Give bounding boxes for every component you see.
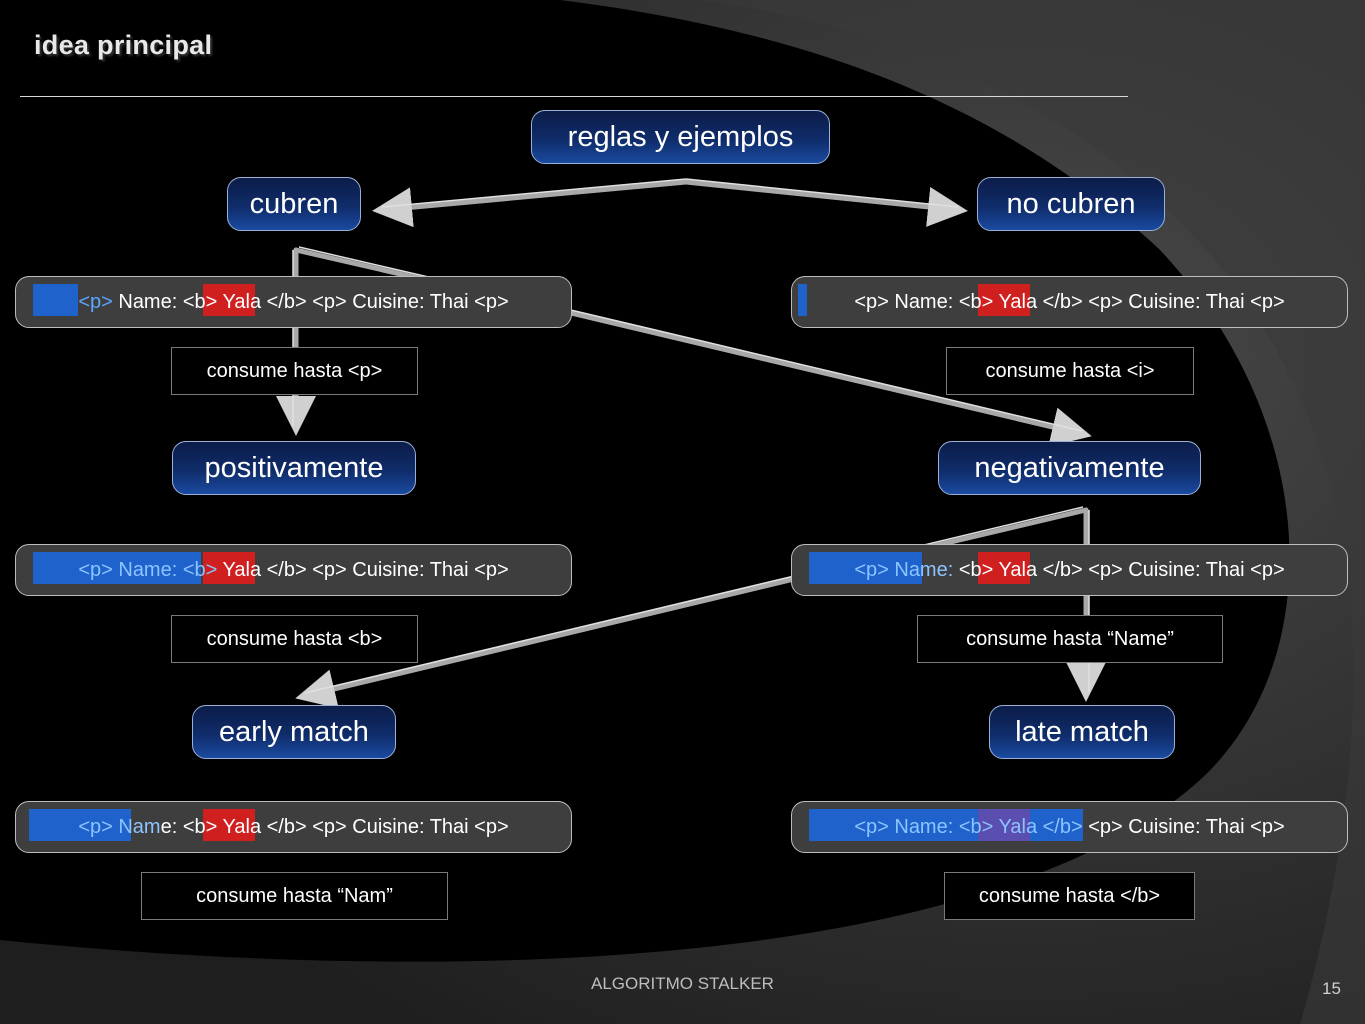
caption-consume-nam: consume hasta “Nam” bbox=[141, 872, 448, 920]
arrow-to-no-cubren bbox=[683, 179, 968, 227]
slide-footer: ALGORITMO STALKER bbox=[591, 974, 774, 993]
slide-title: idea principal bbox=[34, 30, 213, 60]
arrow-to-negativamente bbox=[293, 247, 1092, 447]
caption-consume-b: consume hasta <b> bbox=[171, 615, 418, 663]
node-positivamente: positivamente bbox=[172, 441, 416, 495]
code-example-negativamente: <p> Name: <b> Yala </b> <p> Cuisine: Tha… bbox=[791, 544, 1348, 596]
node-early-match: early match bbox=[192, 705, 396, 759]
node-negativamente: negativamente bbox=[938, 441, 1201, 495]
node-late-match: late match bbox=[989, 705, 1175, 759]
caption-consume-p: consume hasta <p> bbox=[171, 347, 418, 395]
code-example-late-match: <p> Name: <b> Yala </b> <p> Cuisine: Tha… bbox=[791, 801, 1348, 853]
arrow-to-cubren bbox=[372, 179, 689, 228]
node-reglas-y-ejemplos: reglas y ejemplos bbox=[531, 110, 830, 164]
code-example-positivamente: <p> Name: <b> Yala </b> <p> Cuisine: Tha… bbox=[15, 544, 572, 596]
caption-consume-i: consume hasta <i> bbox=[946, 347, 1194, 395]
code-example-cubren: <p> Name: <b> Yala </b> <p> Cuisine: Tha… bbox=[15, 276, 572, 328]
code-example-no-cubren: <p> Name: <b> Yala </b> <p> Cuisine: Tha… bbox=[791, 276, 1348, 328]
caption-consume-b-close: consume hasta </b> bbox=[944, 872, 1195, 920]
node-cubren: cubren bbox=[227, 177, 361, 231]
arrow-to-early-match bbox=[295, 507, 1089, 709]
node-no-cubren: no cubren bbox=[977, 177, 1165, 231]
caption-consume-name: consume hasta “Name” bbox=[917, 615, 1223, 663]
page-number: 15 bbox=[1322, 979, 1341, 998]
title-divider bbox=[20, 96, 1128, 97]
